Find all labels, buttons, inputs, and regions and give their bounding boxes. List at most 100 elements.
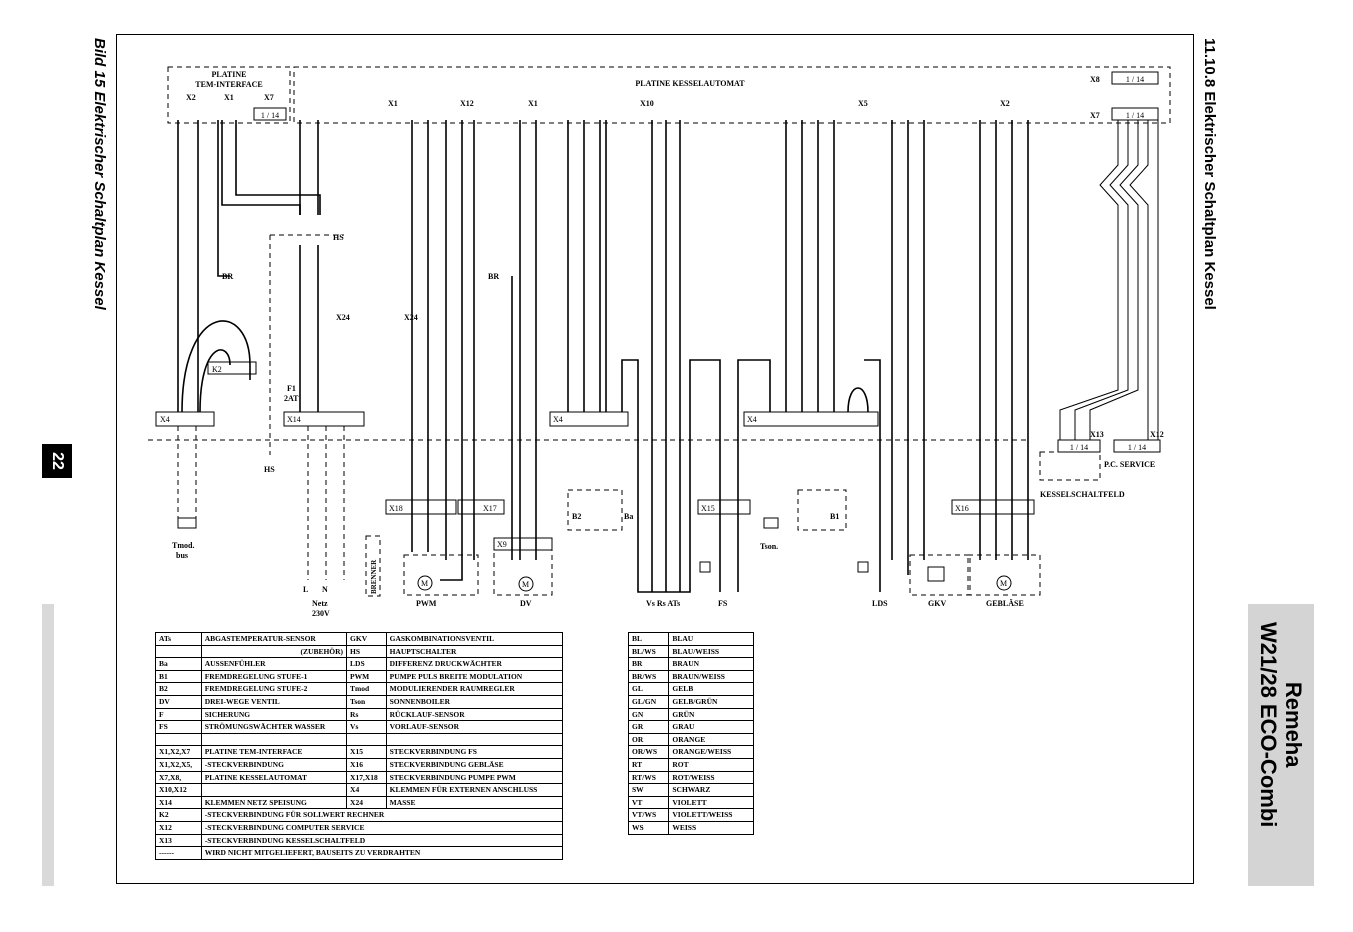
- tmod-label-1: Tmod.: [172, 541, 194, 550]
- tem-board-label-1: PLATINE: [212, 70, 247, 79]
- color-cell: BLAU/WEISS: [668, 644, 754, 659]
- x1-label: X1: [388, 99, 398, 108]
- x5-label: X5: [858, 99, 868, 108]
- legend-cell: FREMDREGELUNG STUFE-1: [200, 669, 348, 684]
- legend-cell: -STECKVERBINDUNG FÜR SOLLWERT RECHNER: [200, 808, 564, 822]
- color-cell: GL: [627, 682, 670, 696]
- x12-label: X12: [460, 99, 474, 108]
- legend-row: K2-STECKVERBINDUNG FÜR SOLLWERT RECHNER: [155, 808, 564, 822]
- gkv-label: GKV: [928, 599, 946, 608]
- x16-label: X16: [955, 504, 969, 513]
- color-cell: VT/WS: [627, 808, 670, 822]
- legend-row: ------WIRD NICHT MITGELIEFERT, BAUSEITS …: [155, 846, 564, 860]
- x13-ribbon: 1 / 14: [1070, 443, 1088, 452]
- legend-row: X12-STECKVERBINDUNG COMPUTER SERVICE: [155, 820, 564, 835]
- color-cell: VIOLETT: [668, 795, 754, 810]
- color-cell: BRAUN/WEISS: [668, 669, 754, 684]
- tson-label: Tson.: [760, 542, 778, 551]
- kesselautomat-label: PLATINE KESSELAUTOMAT: [635, 79, 745, 88]
- x1b-label: X1: [528, 99, 538, 108]
- legend-cell: GASKOMBINATIONSVENTIL: [385, 632, 564, 646]
- tem-board-label-2: TEM-INTERFACE: [195, 80, 262, 89]
- legend-cell: STECKVERBINDUNG FS: [385, 745, 564, 759]
- legend-cell: ------: [155, 846, 202, 860]
- k2-label: K2: [212, 365, 222, 374]
- legend-cell: DREI-WEGE VENTIL: [200, 694, 348, 709]
- legend-cell: SICHERUNG: [200, 707, 348, 722]
- gkv-box: [909, 554, 971, 596]
- color-cell: WEISS: [668, 820, 754, 835]
- x7-label: X7: [1090, 111, 1100, 120]
- f1-rating: 2AT: [284, 394, 299, 403]
- legend-cell: B1: [155, 669, 202, 684]
- legend-cell: PLATINE KESSELAUTOMAT: [200, 770, 348, 785]
- legend-cell: X14: [155, 795, 202, 810]
- legend-cell: FS: [155, 720, 202, 734]
- color-cell: BL: [627, 632, 670, 646]
- geblaese-label: GEBLÄSE: [986, 599, 1024, 608]
- legend-cell: RÜCKLAUF-SENSOR: [385, 707, 564, 722]
- x13-label: X13: [1090, 430, 1104, 439]
- color-cell: VIOLETT/WEISS: [668, 808, 754, 822]
- color-cell: BL/WS: [627, 644, 670, 659]
- legend-cell: PUMPE PULS BREITE MODULATION: [385, 669, 564, 684]
- left-margin-strip: [42, 604, 54, 886]
- legend-cell: X13: [155, 833, 202, 848]
- legend-cell: ATs: [155, 632, 202, 646]
- legend-cell: PLATINE TEM-INTERFACE: [200, 745, 348, 759]
- legend-cell: ABGASTEMPERATUR-SENSOR: [200, 632, 348, 646]
- legend-cell: STECKVERBINDUNG GEBLÄSE: [385, 757, 564, 772]
- legend-cell: X10,X12: [155, 783, 202, 797]
- page-number-badge: 22: [42, 444, 72, 478]
- color-cell: ORANGE/WEISS: [668, 745, 754, 759]
- color-cell: BR/WS: [627, 669, 670, 684]
- legend-cell: WIRD NICHT MITGELIEFERT, BAUSEITS ZU VER…: [200, 846, 564, 860]
- color-cell: BR: [627, 657, 670, 671]
- legend-cell: [346, 732, 387, 747]
- x4-left-label: X4: [160, 415, 170, 424]
- b1-label: B1: [830, 512, 839, 521]
- x7-ribbon: 1 / 14: [1126, 111, 1144, 120]
- netz-label-2: 230V: [312, 609, 330, 618]
- hs-label: HS: [333, 233, 344, 242]
- color-cell: OR/WS: [627, 745, 670, 759]
- geblaese-box: [967, 554, 1041, 596]
- brenner-label: BRENNER: [370, 559, 378, 594]
- hs-ground-label: HS: [264, 465, 275, 474]
- legend-cell: -STECKVERBINDUNG: [200, 757, 348, 772]
- legend-cell: SONNENBOILER: [385, 694, 564, 709]
- svg-text:M: M: [421, 579, 428, 588]
- legend-cell: FREMDREGELUNG STUFE-2: [200, 682, 348, 696]
- svg-text:L: L: [303, 585, 308, 594]
- legend-cell: STECKVERBINDUNG PUMPE PWM: [385, 770, 564, 785]
- tem-interface-board: [167, 66, 291, 124]
- color-cell: RT: [627, 757, 670, 772]
- legend-row: X13-STECKVERBINDUNG KESSELSCHALTFELD: [155, 833, 564, 848]
- brenner-box: [365, 535, 381, 597]
- svg-text:M: M: [1000, 579, 1007, 588]
- lds-label: LDS: [872, 599, 888, 608]
- ba-label: Ba: [624, 512, 633, 521]
- legend-cell: Tson: [346, 694, 387, 709]
- color-cell: GR: [627, 720, 670, 734]
- color-cell: GN: [627, 707, 670, 722]
- color-cell: GELB/GRÜN: [668, 694, 754, 709]
- fs-label: FS: [718, 599, 728, 608]
- legend-cell: DIFFERENZ DRUCKWÄCHTER: [385, 657, 564, 671]
- legend-cell: X17,X18: [346, 770, 387, 785]
